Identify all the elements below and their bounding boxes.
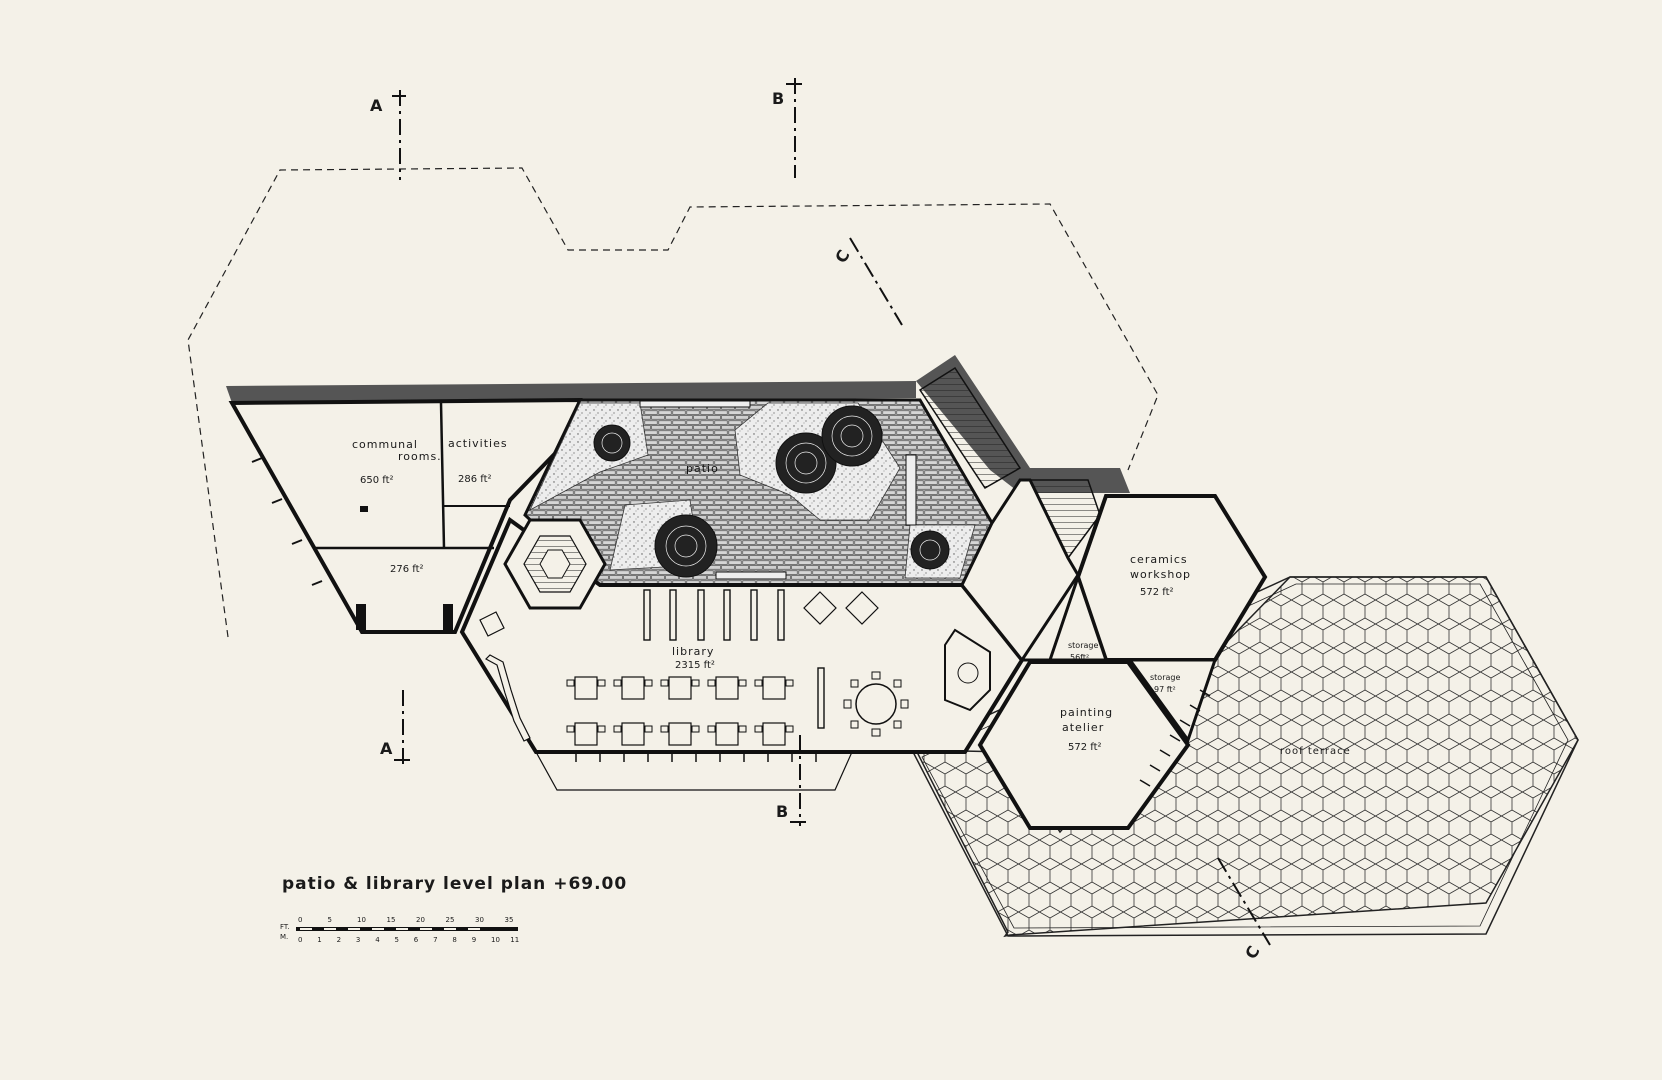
label-activities: activities: [448, 437, 508, 450]
reading-chairs: [566, 679, 794, 733]
library-spiral-stair: [944, 628, 991, 712]
display-tables: [803, 591, 879, 625]
main-staircase: [918, 366, 1022, 489]
scale-m-tick: 10: [491, 936, 500, 944]
column: [443, 604, 453, 630]
stair-well: [539, 549, 571, 579]
scale-m-tick: 9: [472, 936, 476, 944]
label-storage-b: storage: [1150, 673, 1180, 682]
section-marker-a-bottom: A: [380, 739, 393, 758]
painting-atelier: [977, 660, 1191, 830]
scale-m-tick: 5: [395, 936, 399, 944]
area-activities: 286 ft²: [458, 474, 492, 485]
storage-b: [1127, 658, 1218, 744]
roof-outline-dashed: [187, 167, 1159, 638]
patio-bench: [905, 454, 917, 526]
scale-m-tick: 11: [510, 936, 519, 944]
scale-ft-tick: 25: [446, 916, 455, 924]
south-balcony: [534, 751, 853, 791]
section-marker-c-top: C: [831, 247, 853, 267]
section-marker-a-top: A: [370, 96, 383, 115]
column: [360, 506, 368, 512]
roof-terrace-inner-edge: [921, 583, 1569, 929]
label-painting-2: atelier: [1062, 721, 1104, 734]
scale-m-tick: 4: [375, 936, 380, 944]
scale-ft-tick: 10: [357, 916, 366, 924]
scale-m-tick: 7: [433, 936, 437, 944]
spiral-stair-core: [957, 662, 979, 684]
scale-ft-tick: 5: [328, 916, 332, 924]
area-lower-room: 276 ft²: [390, 564, 424, 575]
plan-title: patio & library level plan +69.00: [282, 874, 627, 894]
area-storage-a: 56ft²: [1070, 653, 1089, 662]
section-marker-c-bottom: C: [1241, 943, 1263, 963]
patio-bench: [639, 400, 751, 408]
label-painting-1: painting: [1060, 706, 1113, 719]
scale-ft-tick: 35: [505, 916, 514, 924]
book-stacks: [643, 589, 825, 729]
label-communal: communal: [352, 438, 418, 451]
scale-bar: FT. M. 0 5 10 15 20 25 30 35 0 1 2 3 4 5 6 7 8 9 10 11: [280, 916, 519, 944]
area-library: 2315 ft²: [675, 660, 715, 671]
circulation-corridor: [960, 478, 1080, 663]
reading-tables: [574, 676, 786, 746]
library-counter: [479, 611, 531, 742]
area-painting: 572 ft²: [1068, 742, 1102, 753]
tree-texture: [601, 415, 941, 567]
label-library: library: [672, 645, 714, 658]
area-communal: 650 ft²: [360, 475, 394, 486]
label-ceramics-1: ceramics: [1130, 553, 1188, 566]
section-marker-b-bottom: B: [776, 802, 788, 821]
section-marker-b-top: B: [772, 89, 784, 108]
area-ceramics: 572 ft²: [1140, 587, 1174, 598]
label-storage-a: storage: [1068, 641, 1098, 650]
section-line-c: [849, 237, 1271, 946]
label-roof-terrace: roof terrace: [1280, 746, 1351, 757]
patio-trees: [593, 405, 950, 578]
atelier-mullions: [1139, 689, 1211, 787]
scale-m-tick: 6: [414, 936, 419, 944]
round-table-chairs: [843, 671, 909, 737]
column: [356, 604, 366, 630]
section-line-a: [392, 90, 410, 765]
partition-communal: [439, 402, 446, 549]
scale-ft-unit: FT.: [280, 923, 290, 931]
scale-m-tick: 3: [356, 936, 360, 944]
label-patio: patio: [686, 462, 719, 475]
area-storage-b: 97 ft²: [1154, 685, 1176, 694]
scale-m-tick: 2: [337, 936, 341, 944]
scale-m-unit: M.: [280, 933, 288, 941]
scale-m-tick: 8: [452, 936, 456, 944]
north-wall: [226, 381, 916, 403]
label-rooms: rooms.: [398, 450, 442, 463]
scale-ft-tick: 30: [475, 916, 484, 924]
south-mullions: [575, 752, 817, 762]
patio-bench: [715, 571, 787, 580]
label-ceramics-2: workshop: [1130, 568, 1191, 581]
scale-m-tick: 0: [298, 936, 302, 944]
scale-ft-tick: 20: [416, 916, 425, 924]
scale-ft-tick: 0: [298, 916, 302, 924]
scale-m-tick: 1: [317, 936, 321, 944]
section-line-b: [786, 78, 806, 826]
window-mullions: [251, 457, 323, 586]
round-table: [855, 683, 897, 725]
scale-ft-tick: 15: [387, 916, 396, 924]
